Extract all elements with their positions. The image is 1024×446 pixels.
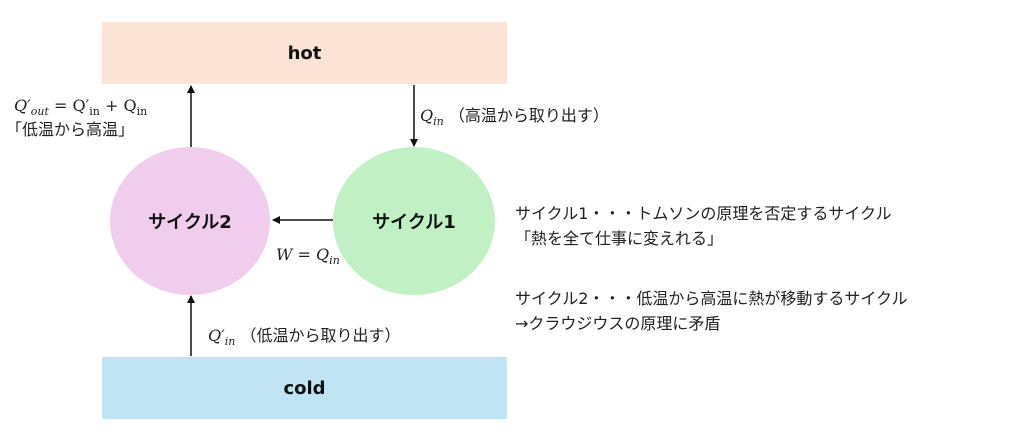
q-in-label: Qin （高温から取り出す） <box>420 106 609 129</box>
cycle2-circle: サイクル2 <box>110 147 270 295</box>
hot-label: hot <box>287 42 322 64</box>
q-out-formula: Q′out = Q′in + Qin <box>14 96 147 119</box>
q-in-symbol: Qin <box>420 106 444 128</box>
cold-reservoir: cold <box>102 357 507 419</box>
cycle1-label: サイクル1 <box>372 212 456 233</box>
q-out-symbol: Q′out <box>14 96 49 118</box>
q-out-note: 「低温から高温」 <box>6 120 135 139</box>
work-label: W = Qin <box>276 245 340 268</box>
w-symbol: W <box>276 245 293 264</box>
hot-reservoir: hot <box>102 22 507 84</box>
cycle2-label: サイクル2 <box>148 212 232 233</box>
equals-sign: = <box>53 96 68 115</box>
cold-label: cold <box>283 377 326 399</box>
cycle1-circle: サイクル1 <box>333 147 495 295</box>
q-prime-in-term: Q′in <box>72 96 100 118</box>
q-in-term: Qin <box>123 96 148 118</box>
work-q-in-symbol: Qin <box>316 245 340 267</box>
q-in-note: （高温から取り出す） <box>448 106 609 125</box>
cycle2-description-line1: サイクル2・・・低温から高温に熱が移動するサイクル <box>515 289 908 308</box>
work-equals-sign: = <box>297 245 311 264</box>
cycle2-description-line2: →クラウジウスの原理に矛盾 <box>515 314 721 333</box>
cycle1-description-line2: 「熱を全て仕事に変えれる」 <box>515 229 724 248</box>
plus-sign: + <box>104 96 119 115</box>
q-prime-in-note: （低温から取り出す） <box>240 326 401 345</box>
cycle1-description-line1: サイクル1・・・トムソンの原理を否定するサイクル <box>515 204 892 223</box>
q-prime-in-label: Q′in （低温から取り出す） <box>208 326 400 349</box>
q-prime-in-symbol: Q′in <box>208 326 236 348</box>
